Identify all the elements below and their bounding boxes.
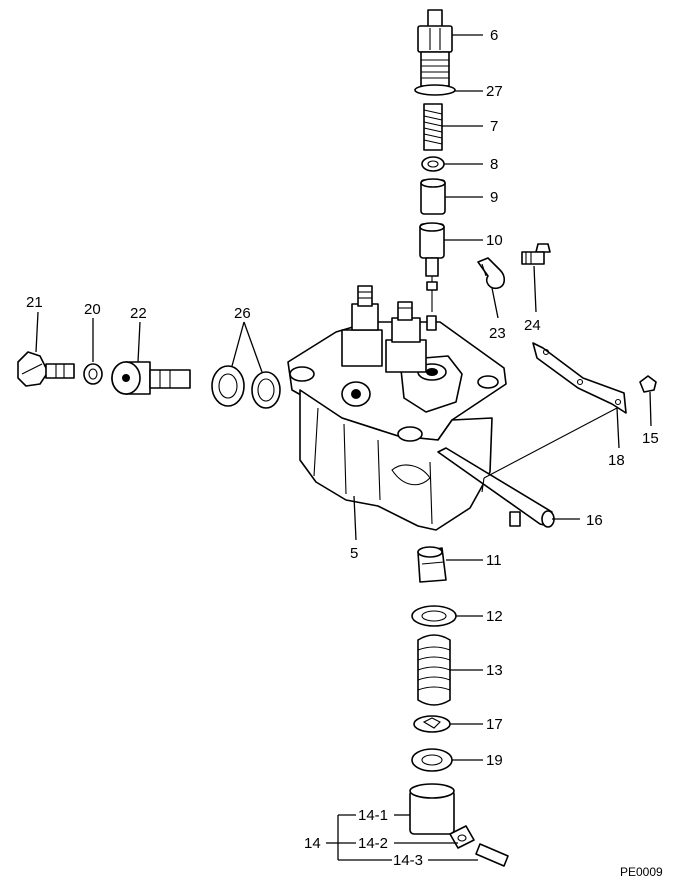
part-15-screw — [639, 375, 657, 427]
part-6-valve-holder — [417, 9, 483, 87]
label-16: 16 — [586, 512, 603, 529]
part-8-washer — [421, 156, 483, 172]
part-13-spring — [417, 634, 483, 706]
label-8: 8 — [490, 156, 498, 173]
label-14: 14 — [304, 835, 321, 852]
part-23-clamp — [477, 257, 506, 319]
figure-code: PE0009 — [620, 865, 663, 879]
label-20: 20 — [84, 301, 101, 318]
part-12-spring-seat — [411, 605, 483, 627]
part-27-o-ring — [414, 84, 483, 96]
label-6: 6 — [490, 27, 498, 44]
part-11-sleeve — [417, 546, 483, 583]
label-27: 27 — [486, 83, 503, 100]
label-21: 21 — [26, 294, 43, 311]
part-5-pump-housing — [287, 285, 507, 541]
label-11: 11 — [486, 552, 502, 569]
label-26: 26 — [234, 305, 251, 322]
part-22-fitting — [111, 321, 191, 395]
label-22: 22 — [130, 305, 147, 322]
label-19: 19 — [486, 752, 503, 769]
part-19-washer — [411, 748, 483, 772]
label-10: 10 — [486, 232, 503, 249]
label-13: 13 — [486, 662, 503, 679]
part-18-plate — [532, 342, 627, 449]
label-18: 18 — [608, 452, 625, 469]
label-24: 24 — [524, 317, 541, 334]
part-14-tappet-assembly — [409, 783, 509, 867]
label-9: 9 — [490, 189, 498, 206]
label-14-1: 14-1 — [358, 807, 388, 824]
label-14-2: 14-2 — [358, 835, 388, 852]
part-7-spring — [423, 103, 483, 151]
label-17: 17 — [486, 716, 503, 733]
part-14-leaders — [326, 814, 478, 861]
label-23: 23 — [489, 325, 506, 342]
part-17-retainer — [413, 715, 483, 733]
label-7: 7 — [490, 118, 498, 135]
label-15: 15 — [642, 430, 659, 447]
part-24-bolt — [521, 243, 551, 313]
label-12: 12 — [486, 608, 503, 625]
label-14-3: 14-3 — [393, 852, 423, 869]
part-20-washer — [83, 318, 103, 385]
part-16-control-rod — [437, 407, 618, 528]
part-10-plunger — [419, 222, 483, 312]
part-21-bolt — [17, 311, 75, 387]
part-9-valve — [420, 178, 483, 215]
label-5: 5 — [350, 545, 358, 562]
part-26-gaskets — [211, 321, 281, 409]
